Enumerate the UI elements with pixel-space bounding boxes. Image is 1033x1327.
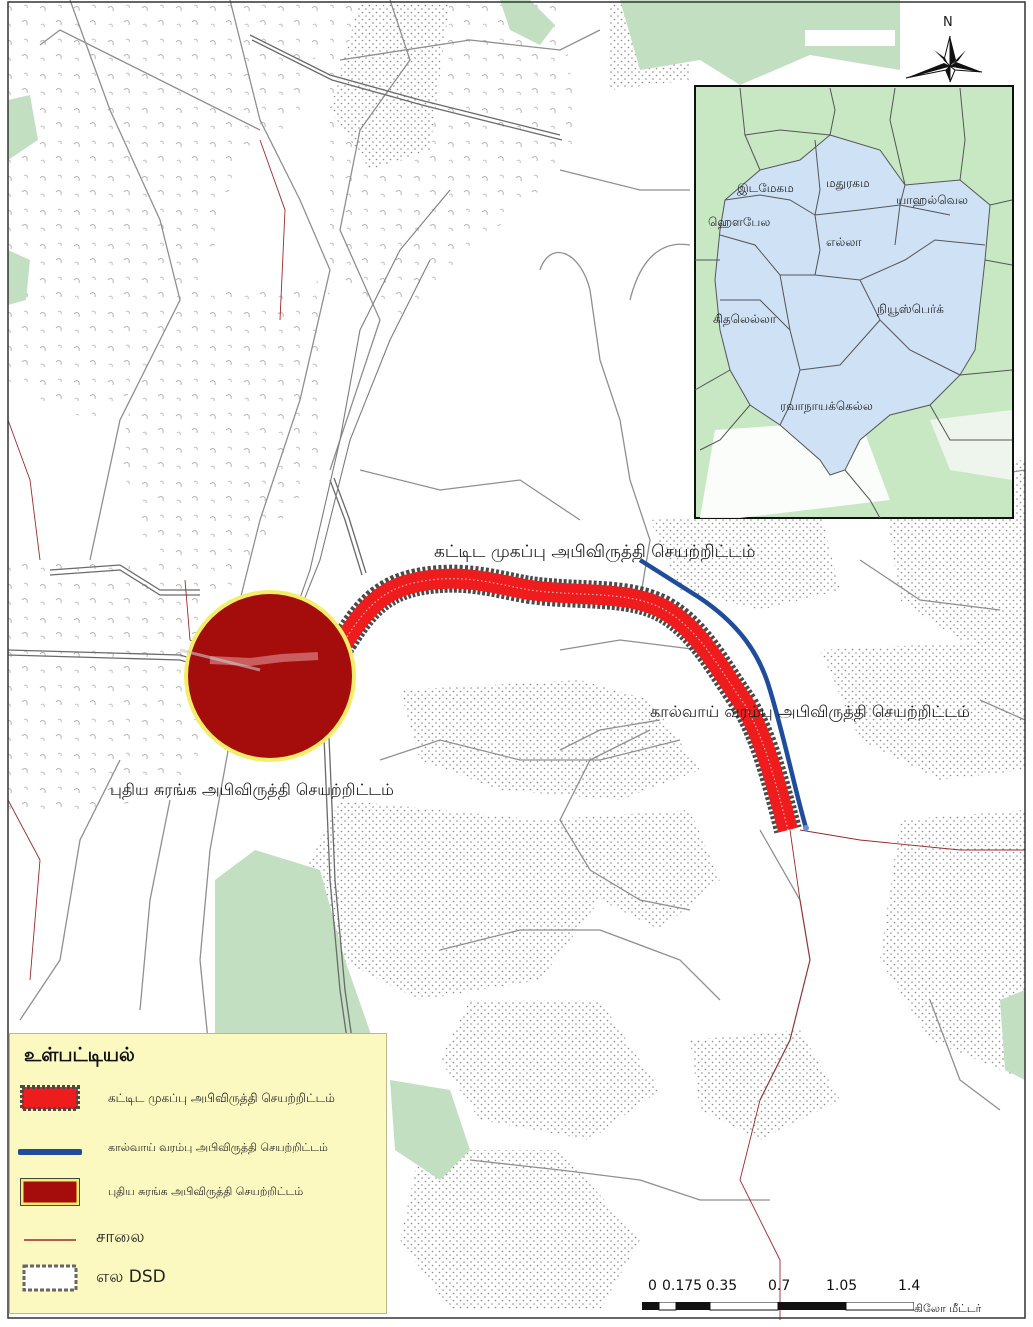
inset-label-division: எல்லா [826,235,862,249]
plantation-area [8,560,210,820]
compass-rose-icon [905,35,983,83]
scale-tick-label: 1.05 [826,1278,858,1294]
inset-dsd-area [714,134,991,476]
scale-tick-label: 0.175 [662,1278,703,1294]
legend-title: உள்பட்டியல் [24,1044,135,1066]
canal-end-node [803,825,809,831]
forest-area [390,1080,470,1180]
forest-area [1000,990,1025,1080]
inset-label-division: நியூஸ்பெர்க் [877,302,944,316]
forest-area [8,250,30,305]
legend-label: கால்வாய் வரம்பு அபிவிருத்தி செயற்றிட்டம் [108,1141,328,1154]
building-project-band-swatch [20,1085,80,1111]
legend-item-road: சாலை [18,1222,383,1258]
scrub-area [540,810,720,930]
scrub-area [400,1150,640,1310]
legend-item-building-project: கட்டிட முகப்பு அபிவிருத்தி செயற்றிட்டம் [18,1082,383,1118]
canal-line-swatch [18,1149,82,1155]
scale-unit-label: கிலோ மீட்டர் [914,1302,982,1315]
scrub-area [400,680,700,800]
canal-project-line[interactable] [638,558,809,829]
tunnel-polygon-swatch [20,1178,80,1206]
scale-tick-label: 0 [648,1278,657,1294]
legend-item-canal-project: கால்வாய் வரம்பு அபிவிருத்தி செயற்றிட்டம் [18,1132,383,1168]
scrub-area [650,510,840,610]
legend-label: சாலை [96,1227,145,1247]
map-frame [7,1,1026,1319]
scale-tick-label: 1.4 [898,1278,921,1294]
label-tunnel-project: புதிய சுரங்க அபிவிருத்தி செயற்றிட்டம் [110,780,394,800]
inset-map: இடமேகம மதுரகம யாஹல்வெல ஹெளபேல எல்லா கிதல… [694,85,1014,519]
tunnel-overlay-road [179,648,261,672]
legend-item-dsd: எல DSD [18,1262,383,1298]
north-label: N [943,15,953,30]
inset-label-division: கிதலெல்லா [713,312,777,326]
label-building-project: கட்டிட முகப்பு அபிவிருத்தி செயற்றிட்டம் [434,542,755,562]
plantation-area [8,0,330,420]
plantation-area [120,280,330,600]
legend-label: கட்டிட முகப்பு அபிவிருத்தி செயற்றிட்டம் [108,1091,335,1105]
inset-label-division: மதுரகம [826,176,870,191]
scale-bar-segments [642,1302,914,1311]
legend: உள்பட்டியல் கட்டிட முகப்பு அபிவிருத்தி ச… [9,1033,387,1314]
local-boundaries [19,0,1026,1201]
legend-item-tunnel-project: புதிய சுரங்க அபிவிருத்தி செயற்றிட்டம் [18,1176,383,1212]
legend-label: எல DSD [96,1267,166,1287]
inset-label-division: யாஹல்வெல [896,193,968,207]
inset-label-division: ஹெளபேல [708,215,770,229]
scrub-area [880,810,1025,1080]
scrub-area [330,0,450,170]
label-canal-project: கால்வாய் வரம்பு அபிவிருத்தி செயற்றிட்டம் [650,702,970,722]
scale-tick-label: 0.7 [768,1278,791,1294]
scale-bar: 0 0.175 0.35 0.7 1.05 1.4 கிலோ மீட்டர் [630,1276,1020,1320]
scrub-area [690,1030,840,1140]
scrub-area [300,800,600,1000]
scale-tick-label: 0.35 [706,1278,738,1294]
dsd-boundary-swatch [22,1264,78,1292]
north-arrow: N [805,15,1006,83]
forest-area [8,95,38,160]
inset-label-division: இடமேகம [737,181,794,196]
inset-label-division: ரவாநாயக்கெல்ல [780,399,873,413]
legend-label: புதிய சுரங்க அபிவிருத்தி செயற்றிட்டம் [108,1185,304,1198]
forest-area [620,0,900,85]
road-line-swatch [24,1239,76,1241]
scrub-area [440,1000,660,1140]
inset-division-boundaries [694,87,1013,519]
forest-area [500,0,555,45]
tunnel-polygon[interactable] [188,594,352,758]
scrub-area [820,640,1025,780]
